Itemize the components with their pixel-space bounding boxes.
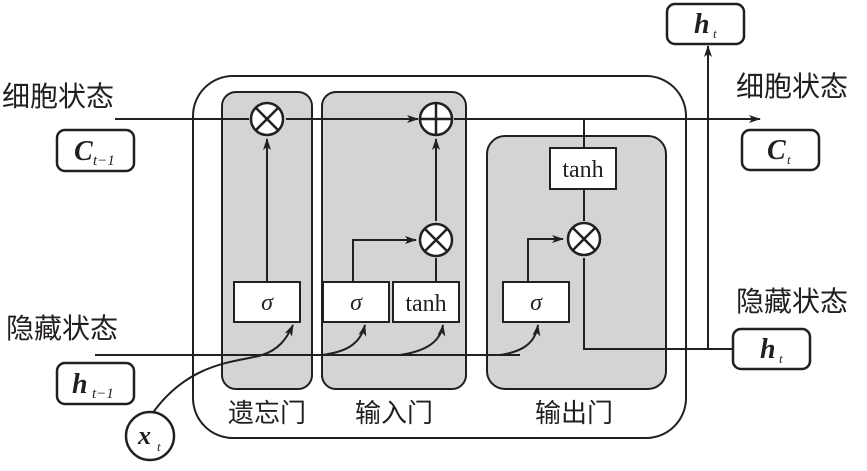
h-next-top-sub: t (713, 26, 717, 41)
h-next-top-node: h t (665, 2, 746, 46)
input-tanh-label: tanh (405, 291, 446, 317)
h-next-right-node: h t (731, 327, 812, 371)
x-sub: t (157, 439, 161, 454)
h-prev-sub: t−1 (92, 386, 114, 402)
hidden-to-input-tanh-arrow (399, 324, 446, 356)
output-sigma-label: σ (530, 290, 543, 316)
x-main: x (137, 421, 151, 450)
output-gate-label: 输出门 (535, 399, 613, 429)
output-sigma-to-mult (527, 235, 564, 282)
c-prev-main: C (74, 136, 93, 167)
hidden-state-in-label: 隐藏状态 (6, 312, 118, 345)
input-gate-label: 输入门 (355, 399, 433, 429)
c-next-main: C (767, 135, 786, 166)
c-next-node: C t (740, 128, 821, 172)
forget-gate-label: 遗忘门 (228, 399, 306, 429)
input-sigma-to-mult (352, 236, 417, 282)
forget-multiply-operator (249, 101, 285, 137)
hidden-to-output-sigma-arrow (499, 324, 541, 356)
input-multiply-operator (418, 222, 454, 258)
h-next-right-sub: t (779, 351, 783, 366)
cell-state-in-label: 细胞状态 (2, 80, 114, 113)
h-next-right-main: h (760, 334, 776, 365)
c-prev-node: C t−1 (55, 128, 136, 173)
lstm-cell-boundary (192, 75, 687, 439)
h-next-top-main: h (694, 9, 710, 40)
h-prev-main: h (72, 369, 88, 400)
cell-state-out-label: 细胞状态 (736, 70, 848, 103)
output-gate-region (486, 135, 667, 390)
forget-sigma-box: σ (233, 281, 301, 323)
output-sigma-box: σ (502, 281, 570, 323)
h-prev-node: h t−1 (55, 361, 136, 406)
output-tanh-label: tanh (562, 157, 603, 183)
input-sigma-label: σ (350, 290, 363, 316)
cell-add-operator (418, 101, 454, 137)
hidden-to-input-sigma-arrow (321, 324, 367, 356)
output-multiply-operator (566, 221, 602, 257)
output-tanh-box: tanh (549, 147, 617, 190)
input-sigma-box: σ (322, 281, 390, 323)
x-to-forget-sigma-arrow (151, 324, 294, 415)
c-next-sub: t (787, 152, 791, 167)
forget-sigma-label: σ (261, 290, 274, 316)
input-tanh-box: tanh (392, 281, 460, 323)
hidden-state-out-label: 隐藏状态 (736, 285, 848, 318)
x-input-node: x t (124, 410, 176, 462)
c-prev-sub: t−1 (93, 153, 115, 169)
output-mult-to-h (583, 258, 736, 350)
